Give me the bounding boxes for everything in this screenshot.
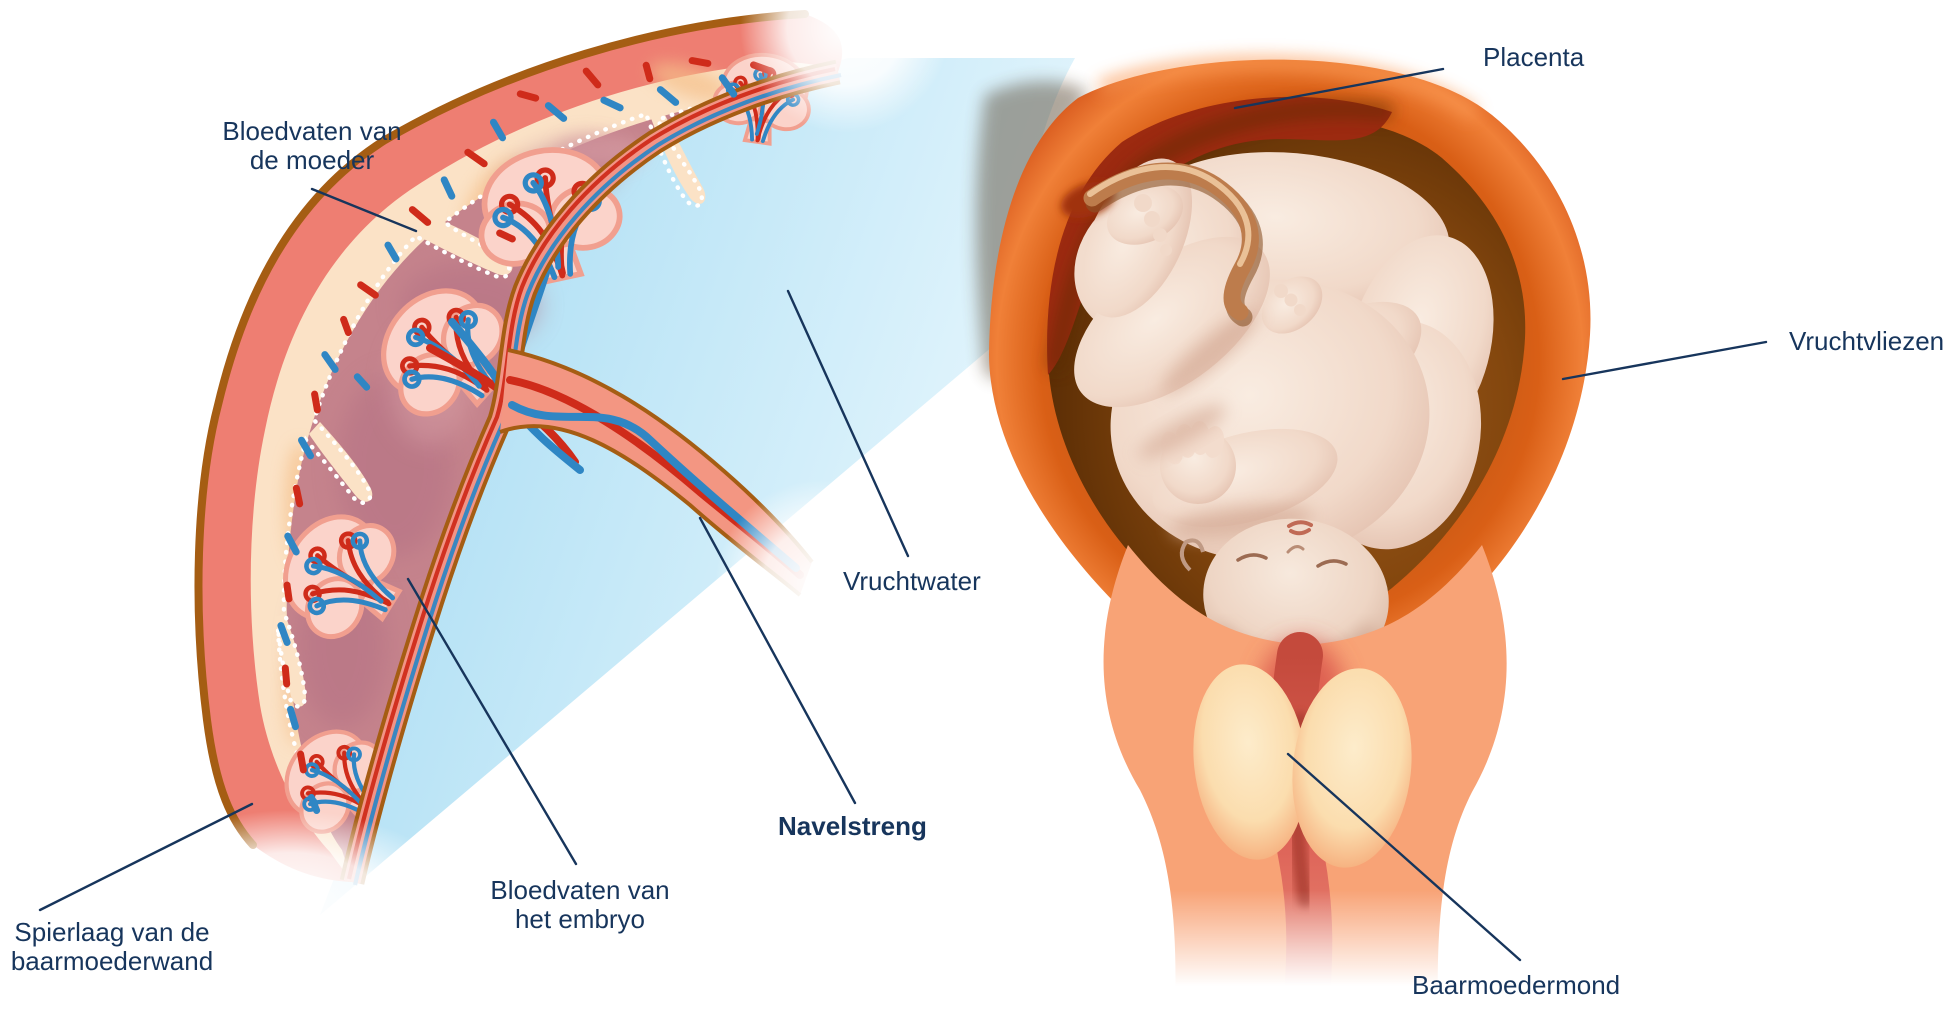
leader-embryo-vessels [406, 577, 578, 866]
placenta-cross-section [120, 0, 950, 1000]
leader-lines [38, 67, 1768, 962]
leader-umbilical-cord [698, 516, 857, 805]
leader-membranes [1561, 340, 1768, 381]
umbilical-cord-right [1061, 162, 1263, 327]
label-amniotic-fluid: Vruchtwater [843, 566, 981, 596]
label-mother-vessels: Bloedvaten van de moeder [222, 116, 402, 175]
leader-placenta [1233, 67, 1445, 110]
outer-uterine-wall-line [194, 10, 809, 849]
label-muscle-layer: Spierlaag van de baarmoederwand [10, 917, 214, 976]
leader-amniotic-fluid [786, 289, 910, 558]
leader-cervix [1286, 752, 1522, 962]
label-membranes: Vruchtvliezen [1789, 326, 1945, 356]
label-cervix: Baarmoedermond [1412, 970, 1621, 1000]
decidua-dotted-boundary [275, 92, 768, 827]
label-placenta: Placenta [1483, 42, 1585, 72]
leader-mother-vessels [310, 187, 418, 233]
cervix-fold-right [1292, 668, 1412, 868]
leader-muscle-layer [38, 802, 254, 912]
label-umbilical-cord: Navelstreng [778, 811, 927, 841]
cervix-fold-left [1193, 664, 1307, 860]
label-embryo-vessels: Bloedvaten van het embryo [490, 875, 670, 934]
uterus-overview [975, 56, 1591, 1018]
